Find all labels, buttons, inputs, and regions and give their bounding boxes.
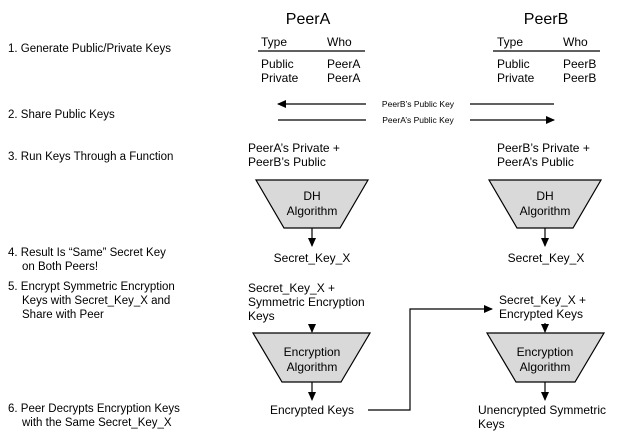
peer-b-enc-label-line1: Encryption — [517, 345, 574, 359]
step-3-label: 3. Run Keys Through a Function — [8, 151, 173, 163]
peer-b-secret-key: Secret_Key_X — [508, 251, 585, 265]
peer-a-dh-label-line2: Algorithm — [287, 204, 338, 218]
step-2-label: 2. Share Public Keys — [8, 109, 115, 121]
peer-b-enc-input-line1: Secret_Key_X + — [499, 293, 586, 307]
peerb-public-key-label: PeerB’s Public Key — [382, 99, 455, 109]
peer-a-dh-input-line2: PeerB’s Public — [248, 155, 326, 169]
peer-b-dh-label-line2: Algorithm — [520, 204, 571, 218]
step-6-label-line1: 6. Peer Decrypts Encryption Keys — [8, 403, 180, 415]
step-4-label-line1: 4. Result Is “Same” Secret Key — [8, 247, 166, 259]
peer-a-title: PeerA — [286, 11, 331, 28]
peer-a-enc-input-line1: Secret_Key_X + — [248, 281, 335, 295]
peer-b-unencrypted-keys-line2: Keys — [478, 417, 505, 431]
encrypted-keys-transfer-connector — [368, 305, 493, 411]
peer-a-who-header: Who — [327, 35, 352, 49]
peer-b-encryption-algorithm-box — [485, 332, 606, 383]
step-1-label: 1. Generate Public/Private Keys — [8, 43, 171, 55]
peer-a-enc-label-line1: Encryption — [284, 345, 341, 359]
step-5-label-line2: Keys with Secret_Key_X and — [22, 295, 170, 307]
peer-a-row2-type: Private — [261, 71, 299, 85]
peer-a-enc-input-line3: Keys — [248, 309, 275, 323]
peer-a-dh-input-line1: PeerA’s Private + — [248, 141, 340, 155]
step-5-label-line3: Share with Peer — [22, 309, 104, 321]
peer-b-title: PeerB — [524, 11, 568, 28]
peer-a-encryption-algorithm-box — [251, 332, 372, 383]
peer-a-type-header: Type — [261, 35, 287, 49]
peer-a-row1-who: PeerA — [327, 57, 360, 71]
step-4-label-line2: on Both Peers! — [22, 261, 98, 273]
peer-a-row1-type: Public — [261, 57, 294, 71]
step-5-label-line1: 5. Encrypt Symmetric Encryption — [8, 281, 175, 293]
peer-b-row1-who: PeerB — [563, 57, 596, 71]
peera-public-key-label: PeerA’s Public Key — [382, 115, 454, 125]
peer-b-enc-input-line2: Encrypted Keys — [499, 307, 583, 321]
peer-b-type-header: Type — [497, 35, 523, 49]
peer-b-who-header: Who — [563, 35, 588, 49]
peer-a-dh-algorithm-box — [254, 179, 370, 229]
step-6-label-line2: with the Same Secret_Key_X — [21, 417, 172, 429]
peer-b-dh-input-line2: PeerA’s Public — [497, 155, 574, 169]
peer-b-row2-who: PeerB — [563, 71, 596, 85]
peer-b-dh-algorithm-box — [487, 179, 603, 229]
peer-a-enc-input-line2: Symmetric Encryption — [248, 295, 365, 309]
peer-b-row2-type: Private — [497, 71, 535, 85]
peer-b-dh-label-line1: DH — [536, 189, 553, 203]
peer-a-encrypted-keys: Encrypted Keys — [270, 403, 354, 417]
peer-b-unencrypted-keys-line1: Unencrypted Symmetric — [478, 403, 606, 417]
peer-a-enc-label-line2: Algorithm — [287, 360, 338, 374]
peer-b-enc-label-line2: Algorithm — [520, 360, 571, 374]
peer-b-dh-input-line1: PeerB’s Private + — [497, 141, 590, 155]
peer-a-row2-who: PeerA — [327, 71, 360, 85]
peer-a-secret-key: Secret_Key_X — [274, 251, 351, 265]
peer-a-dh-label-line1: DH — [303, 189, 320, 203]
peer-b-row1-type: Public — [497, 57, 530, 71]
